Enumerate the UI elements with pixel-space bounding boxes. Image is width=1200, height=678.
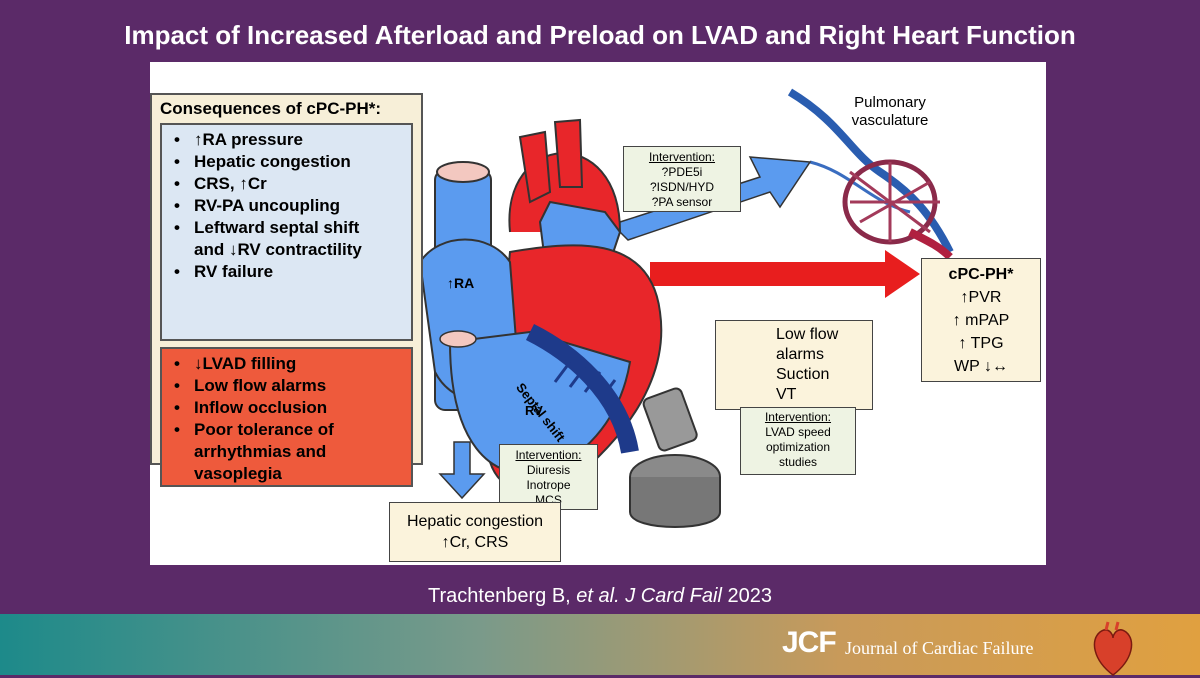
jcf-logo: JCF [782,626,837,659]
consequences-red-list: ↓LVAD filling Low flow alarms Inflow occ… [160,347,413,487]
ra-label: ↑RA [447,275,475,291]
cpcph-box: cPC-PH* ↑PVR ↑ mPAP ↑ TPG WP ↓↔ [921,258,1041,382]
citation-journal: et al. J Card Fail [576,585,722,607]
intervention-heading: Intervention: [764,410,832,424]
slide-title: Impact of Increased Afterload and Preloa… [124,20,1076,50]
list-item: Leftward septal shift and ↓RV contractil… [162,217,411,261]
cpcph-line: ↑ TPG [958,335,1004,352]
intervention-line: LVAD speed [765,425,831,439]
alarms-line: alarms [776,346,825,363]
intervention-line: ?PDE5i [661,165,703,179]
lvad-pump-icon [629,387,721,528]
citation-year: 2023 [721,585,772,607]
alarms-line: Low flow [776,326,839,343]
consequences-blue-list: ↑RA pressure Hepatic congestion CRS, ↑Cr… [160,123,413,341]
list-item: Poor tolerance of arrhythmias and vasopl… [162,419,411,485]
intervention-line: ?ISDN/HYD [649,180,714,194]
intervention-lvad-box: Intervention: LVAD speed optimization st… [740,407,856,475]
alarms-line: VT [776,386,797,403]
list-item: Inflow occlusion [162,397,411,419]
cpcph-line: ↑PVR [960,289,1002,306]
alarms-box: Low flow alarms Suction VT [715,320,873,410]
rv-label: RV [525,403,543,418]
intervention-heading: Intervention: [515,448,582,462]
intervention-line: Diuresis [526,463,571,477]
citation: Trachtenberg B, et al. J Card Fail 2023 [0,585,1200,608]
list-item: CRS, ↑Cr [162,173,411,195]
intervention-line: Inotrope [526,478,571,492]
cpcph-title: cPC-PH* [948,266,1014,283]
footer-bar: JCF Journal of Cardiac Failure [0,614,1200,676]
heart-logo-icon [1093,621,1133,676]
intervention-pa-box: Intervention: ?PDE5i ?ISDN/HYD ?PA senso… [623,146,741,212]
diagram-panel: ↑RA RV Septal shift Consequences of cPC-… [150,62,1046,565]
list-item: ↑RA pressure [162,129,411,151]
heart-illustration [360,88,954,528]
intervention-line: studies [778,455,818,469]
pulmonary-label: Pulmonary vasculature [851,94,929,129]
cpcph-line: WP ↓↔ [954,358,1008,375]
cpcph-arrow [650,250,920,298]
intervention-heading: Intervention: [648,150,716,164]
list-item: Low flow alarms [162,375,411,397]
hepatic-arrow [438,441,486,500]
hepatic-box: Hepatic congestion ↑Cr, CRS [389,502,561,562]
list-item: RV failure [162,261,411,283]
list-item: Hepatic congestion [162,151,411,173]
intervention-line: optimization [765,440,831,454]
alarms-line: Suction [776,366,830,383]
cpcph-line: ↑ mPAP [952,312,1010,329]
consequences-box: Consequences of cPC-PH*: ↑RA pressure He… [150,93,423,487]
list-item: RV-PA uncoupling [162,195,411,217]
pulmonary-vasculature-icon [787,88,954,260]
journal-name: Journal of Cardiac Failure [845,638,1034,658]
intervention-line: ?PA sensor [651,195,713,209]
consequences-title: Consequences of cPC-PH*: [160,99,382,118]
intervention-diuresis-box: Intervention: Diuresis Inotrope MCS [499,444,598,510]
hepatic-line: Hepatic congestion [406,513,544,530]
list-item: ↓LVAD filling [162,353,411,375]
citation-author: Trachtenberg B, [428,585,577,607]
hepatic-line: ↑Cr, CRS [441,534,509,551]
